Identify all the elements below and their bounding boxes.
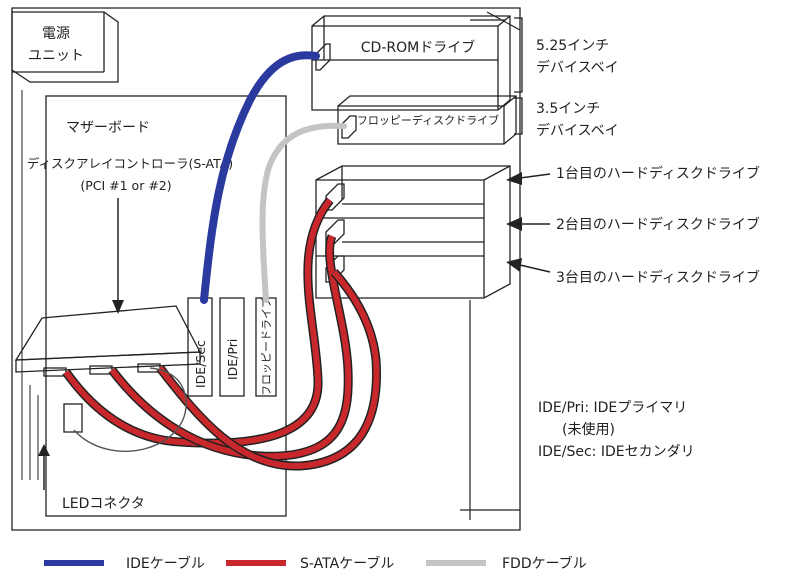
bay-35-bracket bbox=[514, 98, 522, 134]
legend-ide-label: IDEケーブル bbox=[126, 555, 205, 572]
legend-ide-swatch bbox=[44, 560, 104, 566]
hdd2-label: 2台目のハードディスクドライブ bbox=[556, 216, 760, 233]
hdd3-label: 3台目のハードディスクドライブ bbox=[556, 269, 760, 286]
hdd3-arrow bbox=[506, 258, 550, 272]
legend-sata-label: S-ATAケーブル bbox=[300, 555, 394, 572]
note-line3: IDE/Sec: IDEセカンダリ bbox=[538, 444, 695, 460]
note-line1: IDE/Pri: IDEプライマリ bbox=[538, 400, 687, 416]
controller-label-line1: ディスクアレイコントローラ(S-ATA) bbox=[27, 156, 233, 171]
power-supply-unit: 電源 ユニット bbox=[12, 12, 118, 82]
hdd1-arrow bbox=[506, 172, 550, 185]
floppy-drive: フロッピーディスクドライブ bbox=[338, 96, 516, 144]
controller-pointer-arrow bbox=[112, 198, 124, 314]
controller-label-line2: (PCI #1 or #2) bbox=[80, 178, 171, 193]
ide-pri-connector: IDE/Pri bbox=[220, 298, 244, 396]
hdd2-arrow bbox=[506, 217, 550, 231]
led-connector-label: LEDコネクタ bbox=[62, 496, 145, 512]
hdd1-label: 1台目のハードディスクドライブ bbox=[556, 165, 760, 182]
psu-label-line2: ユニット bbox=[28, 48, 84, 64]
bay-35-label-line2: デバイスベイ bbox=[536, 122, 619, 139]
legend-fdd-label: FDDケーブル bbox=[502, 555, 587, 572]
fdd-connector-label: フロッピードライブ bbox=[259, 297, 273, 396]
legend-sata-swatch bbox=[226, 560, 286, 566]
disk-array-controller bbox=[16, 306, 200, 376]
ide-cable bbox=[204, 55, 316, 300]
legend-fdd-swatch bbox=[426, 560, 486, 566]
chassis-side-hatching bbox=[22, 90, 46, 480]
sata-cable-1 bbox=[66, 200, 330, 443]
ide-sec-connector: IDE/Sec bbox=[188, 298, 212, 396]
led-connector: LEDコネクタ bbox=[38, 404, 145, 512]
motherboard-label: マザーボード bbox=[66, 120, 150, 136]
chassis-floor-lines bbox=[460, 12, 520, 520]
bay-525-label-line1: 5.25インチ bbox=[536, 38, 609, 54]
legend: IDEケーブル S-ATAケーブル FDDケーブル bbox=[44, 555, 587, 572]
ide-sec-label: IDE/Sec bbox=[193, 340, 208, 388]
note-line2: (未使用) bbox=[562, 421, 615, 438]
psu-label-line1: 電源 bbox=[42, 26, 70, 42]
bay-35-label-line1: 3.5インチ bbox=[536, 101, 600, 117]
cdrom-label: CD-ROMドライブ bbox=[361, 39, 475, 56]
sata-cable-1-outline bbox=[66, 200, 330, 443]
sata-cables bbox=[66, 200, 376, 466]
fdd-connector: フロッピードライブ bbox=[256, 297, 276, 396]
ide-pri-label: IDE/Pri bbox=[225, 339, 240, 380]
bay-525-label-line2: デバイスベイ bbox=[536, 59, 619, 76]
floppy-drive-label: フロッピーディスクドライブ bbox=[357, 113, 499, 127]
